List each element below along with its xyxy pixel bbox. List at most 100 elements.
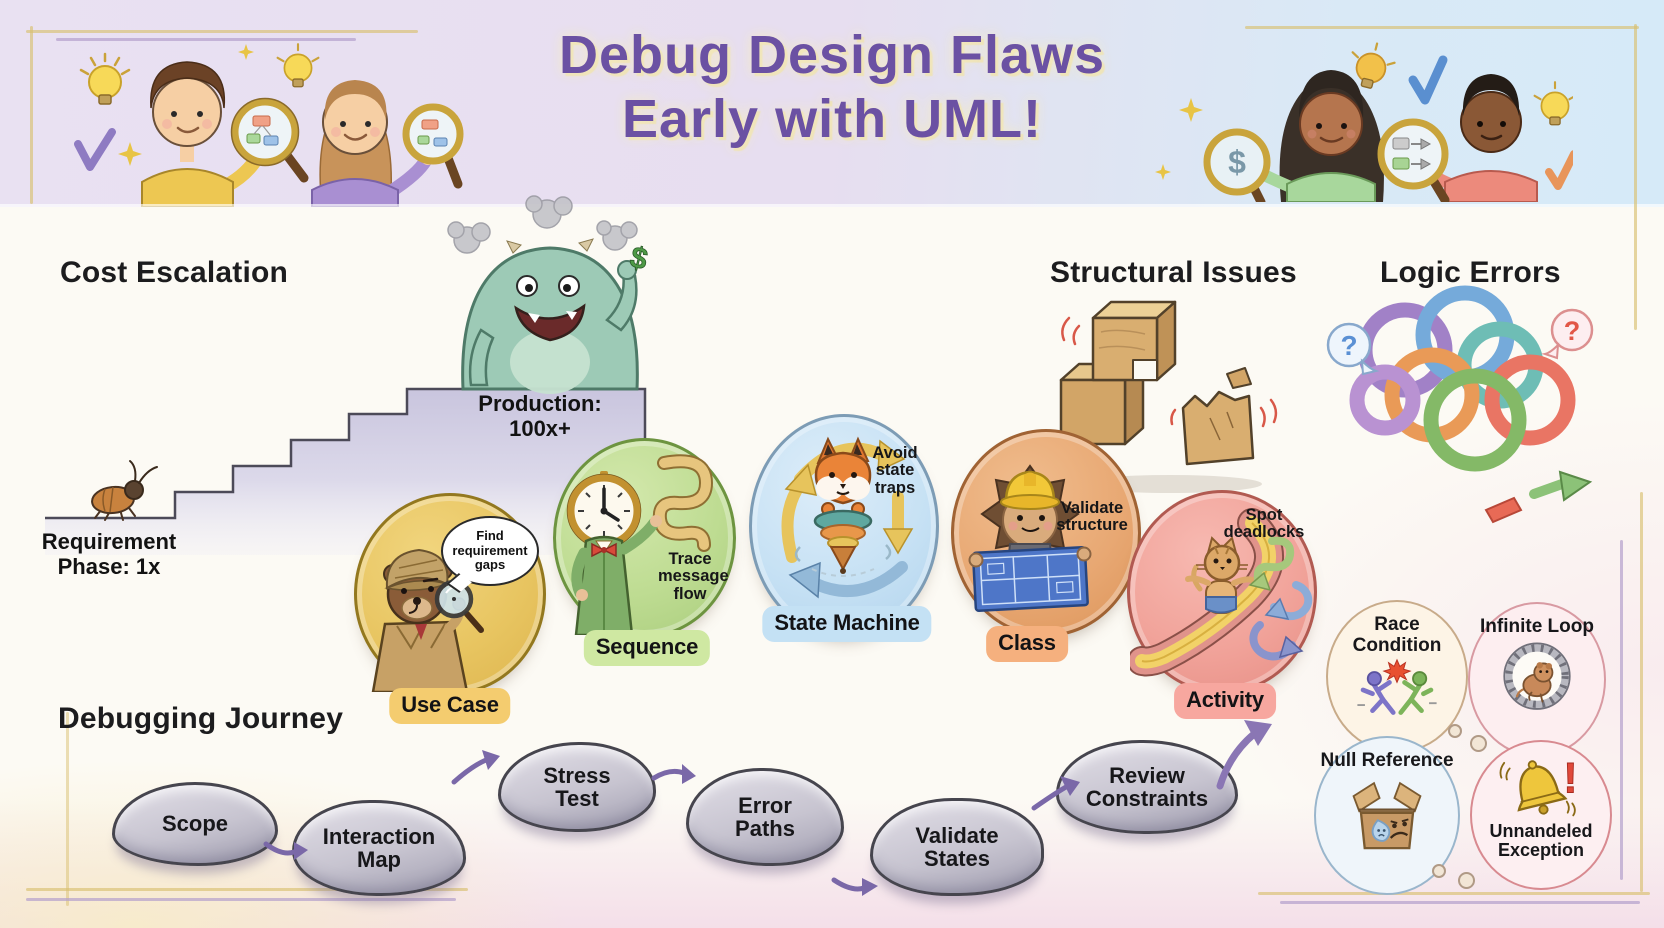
lightbulb-icon [276,43,320,88]
journey-stone: Review Constraints [1056,740,1238,834]
cost-start-label: Requirement Phase: 1x [41,529,177,579]
flow-arrow-icon [451,750,500,785]
corner-border [26,898,456,901]
diagram-circle-activity: Spot deadlocks [1127,490,1317,694]
use-case-benefit: Find requirement gaps [452,528,528,573]
sparkle-icon [1155,164,1171,180]
flow-squiggle-arrows-icon [1248,536,1313,661]
empty-box-icon [1352,781,1422,849]
class-benefit: Validate structure [1056,499,1128,535]
logic-error-label: Infinite Loop [1480,616,1594,637]
thought-dot [1458,872,1475,889]
dollar-sign: $ [1228,144,1246,180]
magnifier-flow-icon [1377,118,1450,202]
corner-border [26,30,418,33]
corner-border [1634,24,1637,330]
dollar-sign: $ [627,241,651,277]
corner-border [1245,26,1639,29]
poster-title-line1: Debug Design Flaws [558,25,1106,85]
corner-border [1620,540,1623,880]
cost-monster-icon: $ [461,238,652,394]
sparkle-icon [1179,98,1203,122]
corner-border [26,888,468,891]
question-mark: ? [1564,316,1581,346]
fox-spinning-top-icon [781,436,914,599]
lightbulb-icon [79,52,131,105]
flow-arrow-icon [651,764,696,784]
cat-slide-icon [1130,508,1313,677]
person-man-yellow [141,61,267,207]
logic-error-label: Unnandeled Exception [1489,821,1593,861]
journey-stone: Scope [112,782,278,866]
sparkle-icon [238,44,254,60]
corner-border [1640,492,1643,892]
broken-blocks-icon [1059,300,1278,493]
flow-arrow-icon [1031,776,1080,811]
corner-border [1258,892,1650,895]
use-case-label: Use Case [389,688,511,724]
purple-checkmark-icon [74,128,116,171]
logic-error-bubble-race-condition: Race Condition [1326,600,1468,753]
logic-error-bubble-unhandled-exception: ! Unnandeled Exception [1470,740,1612,890]
orange-checkmark-icon [1545,150,1573,190]
logic-error-label: Race Condition [1352,614,1442,656]
corner-border [30,26,33,204]
alarm-bell-icon: ! [1499,754,1578,817]
poster-title: Debug Design Flaws Early with UML! [559,24,1105,151]
thought-dot [1432,864,1446,878]
sequence-label: Sequence [583,630,711,666]
flow-arrow-icon [831,877,878,896]
journey-stone: Stress Test [498,742,656,832]
structural-issues-heading: Structural Issues [1050,256,1297,289]
hamster-wheel-icon [1503,642,1571,710]
corner-border [66,712,69,906]
journey-step-label: Validate States [915,822,999,871]
person-man-coral [1416,74,1538,202]
right-people-illustration: $ [1155,42,1573,202]
question-bubble-icon: ? [1326,322,1380,376]
journey-step-label: Scope [161,811,229,837]
lightbulb-icon [1533,81,1573,126]
poster-title-line2: Early with UML! [621,88,1043,149]
steam-puffs-icon [447,195,638,254]
logic-errors-heading: Logic Errors [1380,256,1561,289]
journey-step-label: Error Paths [735,792,795,841]
magnifier-diagram-icon [402,103,464,189]
journey-step-label: Review Constraints [1085,762,1209,811]
header-band: Debug Design Flaws Early with UML! $ [0,0,1664,207]
diagram-circle-state-machine: Avoid state traps [749,414,939,638]
hedgehog-builder-icon [968,464,1092,612]
magnifier-dollar-icon: $ [1203,128,1271,202]
activity-benefit: Spot deadlocks [1223,506,1305,542]
thought-dot [1470,735,1487,752]
lightbulb-icon [1351,42,1396,89]
class-label: Class [986,626,1068,662]
corner-border [56,38,356,41]
debugging-journey-heading: Debugging Journey [58,702,344,735]
magnifier-diagram-icon [230,97,309,183]
journey-step-label: Stress Test [543,762,611,811]
state-machine-label: State Machine [762,606,932,642]
question-mark: ? [1340,330,1357,361]
state-machine-benefit: Avoid state traps [872,444,918,497]
tangled-knot-icon: ? ? [1326,285,1594,524]
broken-arrow-icon [1484,470,1593,524]
flow-arrow-icon [263,841,308,860]
bug-icon [91,460,158,521]
blueprint-icon [971,546,1089,612]
journey-stone: Error Paths [686,768,844,866]
sequence-benefit: Trace message flow [658,550,729,603]
journey-stone: Interaction Map [292,800,466,896]
left-people-illustration [74,43,464,207]
diagram-circle-sequence: Trace message flow [553,438,736,638]
activity-label: Activity [1174,683,1276,719]
corner-border [1280,901,1640,904]
diagram-circle-class: Validate structure [951,429,1141,637]
running-figures-icon [1357,658,1437,715]
cycle-arrows-icon [781,439,914,599]
logic-error-bubble-infinite-loop: Infinite Loop [1468,602,1606,757]
bear-detective-icon [371,548,484,692]
journey-step-label: Interaction Map [322,823,436,872]
sparkle-icon [118,142,142,166]
